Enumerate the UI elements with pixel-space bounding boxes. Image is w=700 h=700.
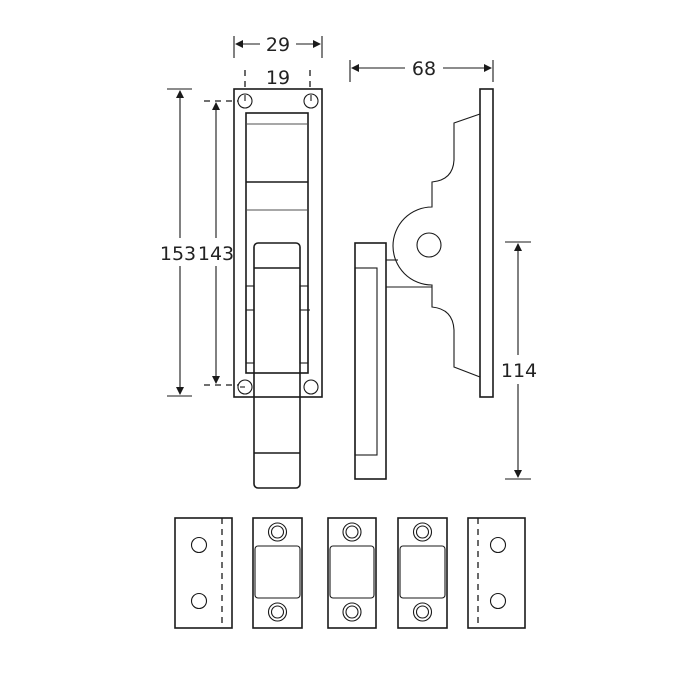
countersunk-hole-icon bbox=[412, 602, 433, 622]
countersunk-hole-icon bbox=[412, 522, 433, 542]
dimension-19: 19 bbox=[244, 67, 311, 92]
keep-raised bbox=[397, 517, 448, 629]
svg-text:68: 68 bbox=[412, 58, 436, 80]
screw-hole-icon bbox=[489, 592, 507, 610]
front-view bbox=[233, 88, 323, 489]
keep-flat-left bbox=[174, 517, 233, 629]
keep-raised bbox=[252, 517, 303, 629]
dimension-68: 68 bbox=[349, 58, 494, 82]
keep-raised bbox=[327, 517, 377, 629]
dimension-29: 29 bbox=[233, 34, 323, 58]
screw-hole-icon bbox=[303, 93, 319, 109]
countersunk-hole-icon bbox=[267, 522, 288, 542]
svg-text:19: 19 bbox=[266, 67, 290, 89]
keep-flat-right bbox=[467, 517, 526, 629]
side-profile bbox=[392, 113, 481, 378]
side-view bbox=[354, 88, 494, 480]
dimension-114: 114 bbox=[501, 241, 537, 480]
inner-recess bbox=[245, 112, 309, 374]
dimension-143: 143 bbox=[198, 100, 238, 386]
screw-holes bbox=[237, 93, 319, 395]
screw-hole-icon bbox=[237, 379, 253, 395]
svg-text:153: 153 bbox=[160, 243, 196, 265]
screw-hole-icon bbox=[303, 379, 319, 395]
side-handle bbox=[354, 242, 387, 480]
svg-text:114: 114 bbox=[501, 360, 537, 382]
countersunk-hole-icon bbox=[267, 602, 288, 622]
screw-hole-icon bbox=[190, 536, 208, 554]
screw-hole-icon bbox=[190, 592, 208, 610]
svg-text:29: 29 bbox=[266, 34, 290, 56]
dimension-153: 153 bbox=[160, 88, 196, 397]
countersunk-hole-icon bbox=[342, 602, 362, 622]
svg-text:143: 143 bbox=[198, 243, 234, 265]
pivot-icon bbox=[416, 232, 442, 258]
back-plate bbox=[233, 88, 323, 398]
screw-hole-icon bbox=[489, 536, 507, 554]
countersunk-hole-icon bbox=[342, 522, 362, 542]
side-plate bbox=[479, 88, 494, 398]
handle bbox=[253, 242, 301, 489]
